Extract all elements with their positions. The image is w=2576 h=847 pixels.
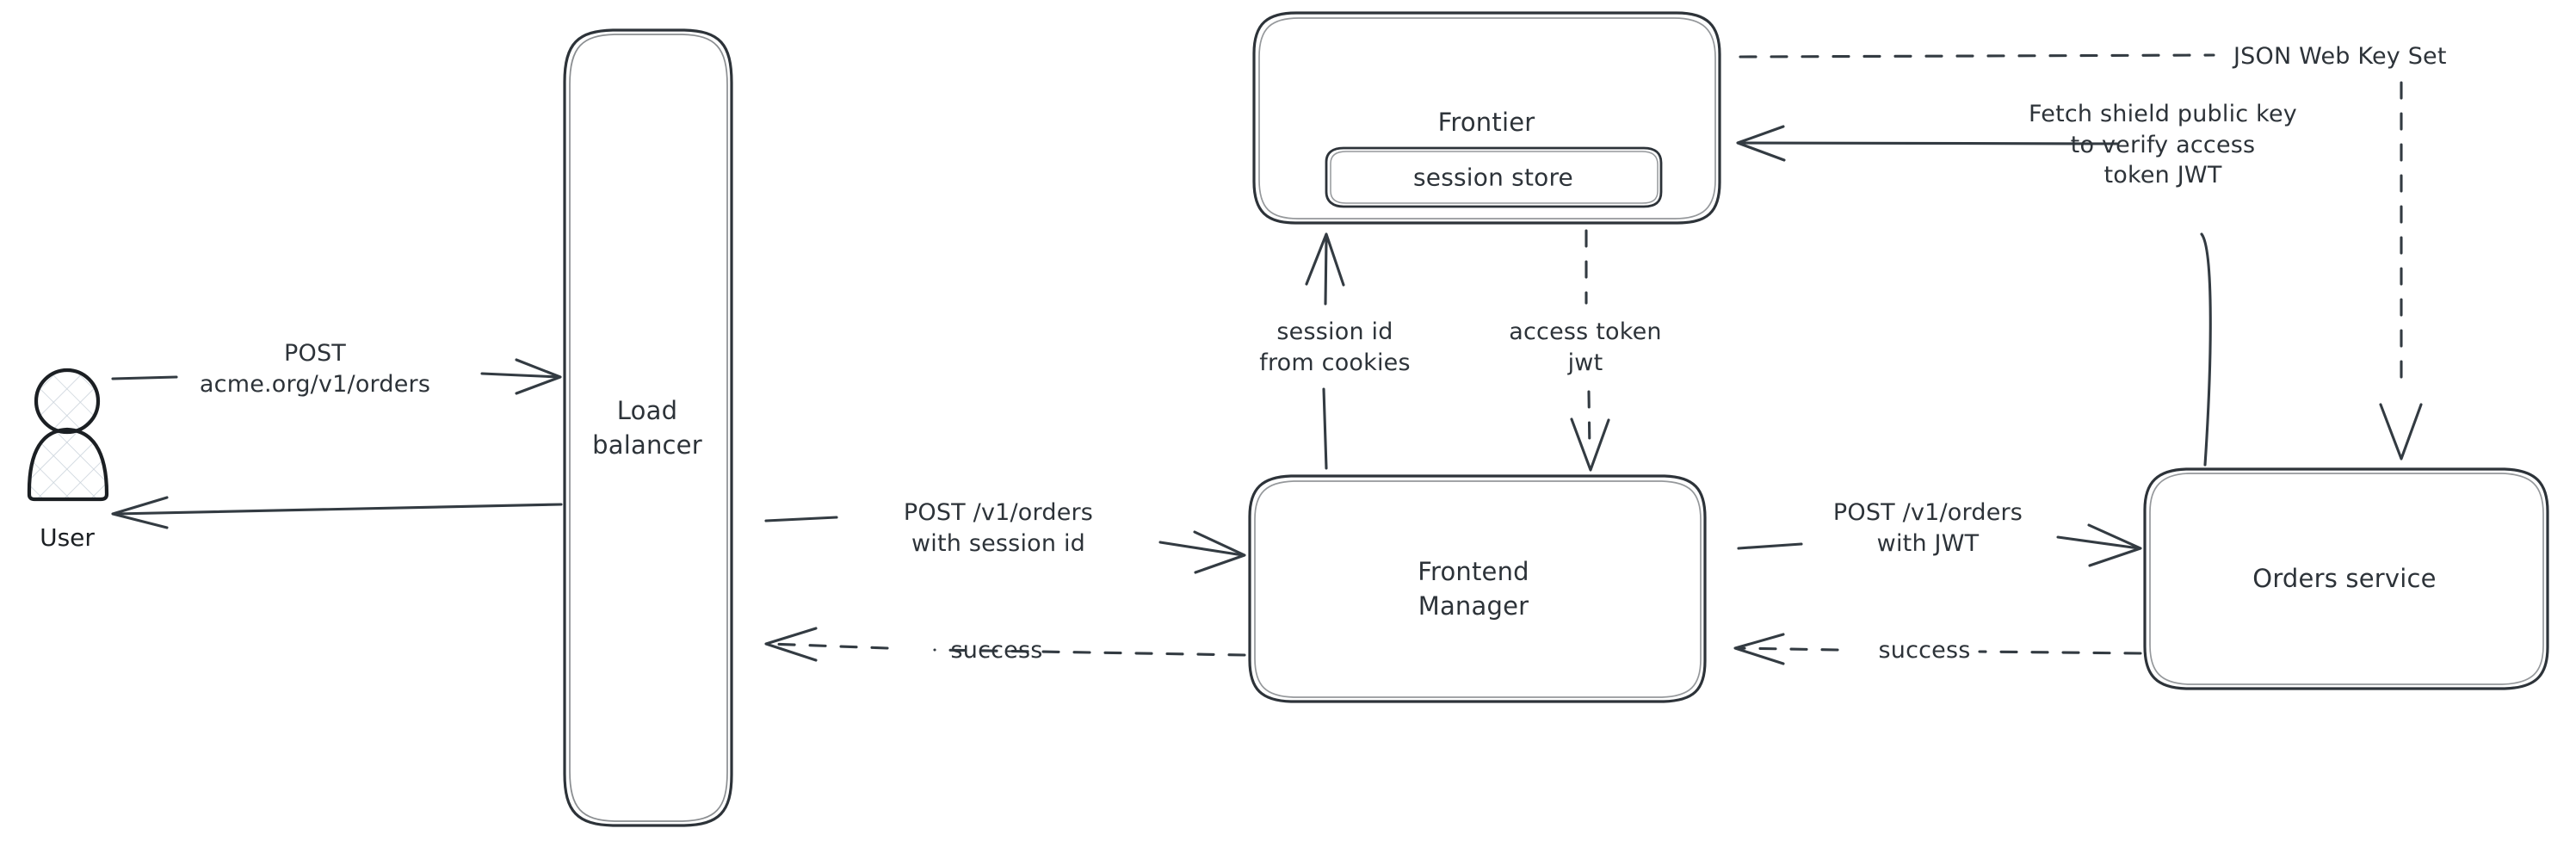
edge-label-orders-service-to-frontend-manager: success <box>1878 637 1971 664</box>
edge-label-frontier-to-frontend-manager: access token jwt <box>1509 318 1662 376</box>
session-store-node[interactable] <box>1325 146 1663 208</box>
edge-load-balancer-to-frontend-manager <box>764 516 1246 574</box>
edge-label-frontend-manager-to-orders-service: POST /v1/orders with JWT <box>1832 499 2023 557</box>
edge-frontend-manager-to-frontier <box>1305 232 1345 470</box>
edge-label-frontier-to-orders-service: JSON Web Key Set <box>2233 43 2447 70</box>
user-actor-icon <box>27 368 109 502</box>
edge-label-user-to-load-balancer: POST acme.org/v1/orders <box>199 340 431 398</box>
edge-user-to-load-balancer <box>111 358 562 395</box>
edge-label-orders-service-to-frontier: Fetch shield public key to verify access… <box>2029 101 2297 189</box>
edge-orders-service-to-frontier <box>1736 125 2212 467</box>
session-store-label: session store <box>1413 163 1573 192</box>
user-label: User <box>40 523 95 552</box>
edge-frontier-to-orders-service <box>1739 53 2423 461</box>
edge-load-balancer-to-user <box>111 496 563 529</box>
edge-label-frontend-manager-to-frontier: session id from cookies <box>1259 318 1411 376</box>
edge-frontier-to-frontend-manager <box>1570 229 1610 472</box>
load-balancer-label: Load balancer <box>592 395 702 460</box>
edge-orders-service-to-frontend-manager <box>1733 633 2142 665</box>
frontend-manager-label: Frontend Manager <box>1418 556 1529 621</box>
orders-service-label: Orders service <box>2252 563 2437 593</box>
edge-label-load-balancer-to-frontend-manager: POST /v1/orders with session id <box>903 499 1094 557</box>
edge-frontend-manager-to-load-balancer <box>764 627 1246 662</box>
edge-frontend-manager-to-orders-service <box>1737 523 2142 567</box>
load-balancer-node[interactable] <box>563 28 733 827</box>
frontier-label: Frontier <box>1437 107 1535 137</box>
edge-label-frontend-manager-to-load-balancer: success <box>950 637 1043 664</box>
frontend-manager-node[interactable] <box>1248 474 1707 703</box>
orders-service-node[interactable] <box>2143 467 2549 690</box>
